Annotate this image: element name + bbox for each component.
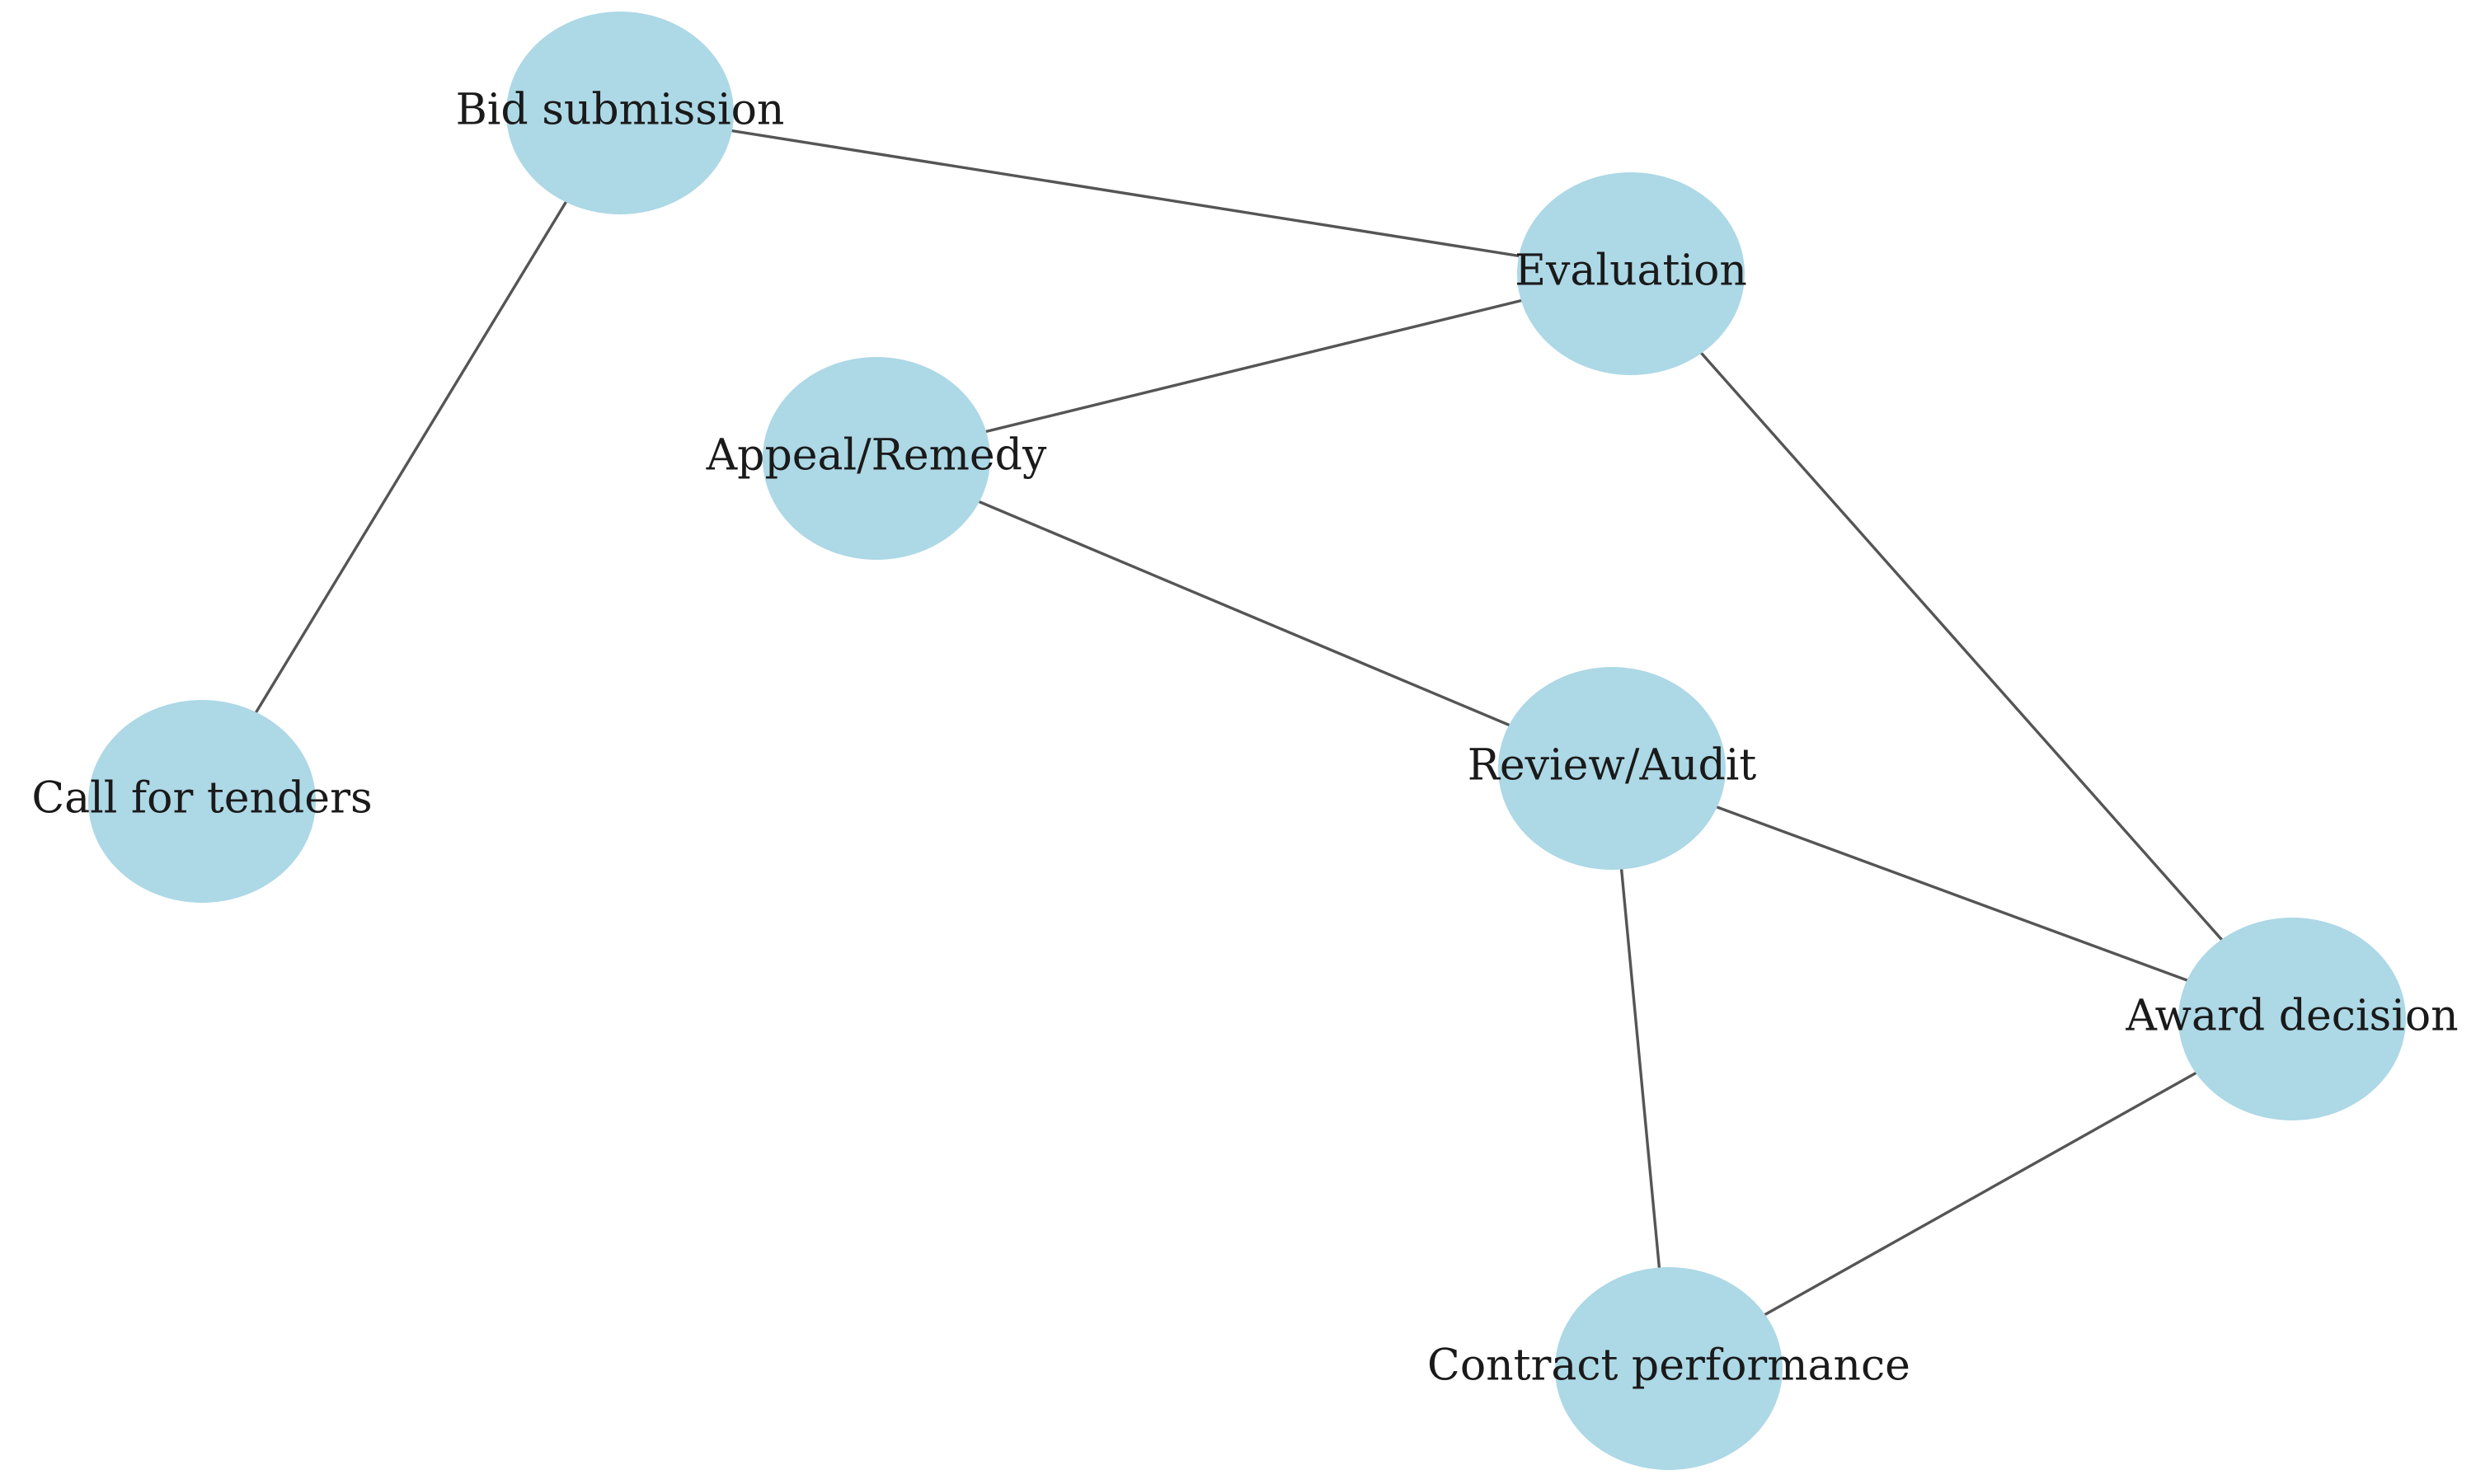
node-label-appeal_remedy: Appeal/Remedy: [706, 431, 1047, 481]
node-label-evaluation: Evaluation: [1515, 247, 1747, 296]
graph-node-award_decision[interactable]: Award decision: [2125, 918, 2459, 1120]
graph-edge: [875, 272, 1633, 460]
graph-node-contract_performance[interactable]: Contract performance: [1427, 1267, 1910, 1470]
node-label-award_decision: Award decision: [2125, 992, 2458, 1041]
node-shape-contract_performance[interactable]: [1555, 1267, 1783, 1470]
graph-edge: [200, 111, 622, 803]
node-label-review_audit: Review/Audit: [1468, 741, 1757, 791]
node-shape-bid_submission[interactable]: [506, 12, 734, 214]
graph-node-bid_submission[interactable]: Bid submission: [456, 12, 785, 214]
edge-layer: [200, 111, 2294, 1370]
node-label-call_for_tenders: Call for tenders: [31, 774, 372, 824]
graph-node-evaluation[interactable]: Evaluation: [1515, 172, 1747, 375]
graph-node-appeal_remedy[interactable]: Appeal/Remedy: [706, 357, 1047, 560]
graph-node-call_for_tenders[interactable]: Call for tenders: [31, 700, 373, 903]
node-shape-appeal_remedy[interactable]: [763, 357, 990, 560]
graph-edge: [1667, 1017, 2294, 1370]
graph-edge: [1629, 272, 2294, 1021]
node-layer: Bid submissionEvaluationAppeal/RemedyCal…: [31, 12, 2459, 1470]
node-shape-evaluation[interactable]: [1517, 172, 1745, 375]
graph-edge: [618, 111, 1633, 275]
node-shape-award_decision[interactable]: [2178, 918, 2406, 1120]
graph-edge: [1610, 767, 2294, 1021]
node-label-bid_submission: Bid submission: [456, 86, 785, 135]
graph-edge: [875, 457, 1614, 770]
node-shape-call_for_tenders[interactable]: [88, 700, 316, 903]
node-label-contract_performance: Contract performance: [1427, 1341, 1910, 1391]
graph-node-review_audit[interactable]: Review/Audit: [1468, 667, 1757, 870]
node-shape-review_audit[interactable]: [1498, 667, 1726, 870]
